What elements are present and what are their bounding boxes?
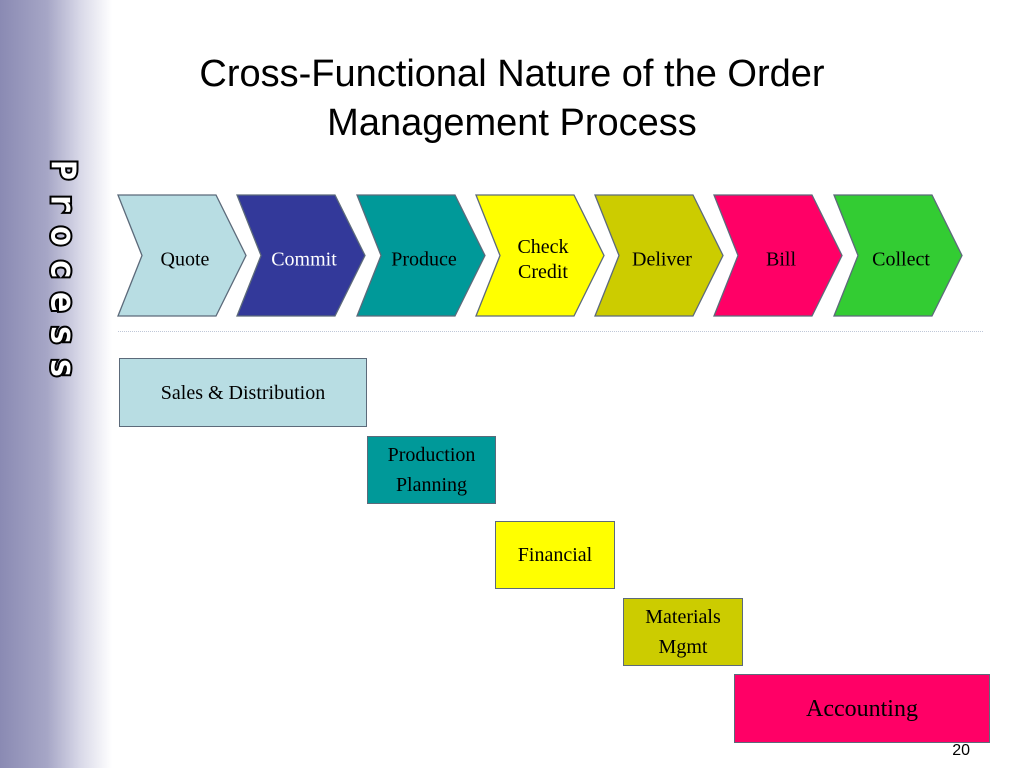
dotted-separator <box>118 331 983 332</box>
process-step-shape-bill <box>713 194 843 317</box>
vertical-word-letter-1: P <box>43 160 83 180</box>
process-step-shape-produce <box>356 194 486 317</box>
process-step-deliver: Deliver <box>594 194 724 317</box>
process-step-collect: Collect <box>833 194 963 317</box>
vertical-word-letter-3: o <box>43 226 83 246</box>
process-step-label-bill: Bill <box>766 248 796 270</box>
process-step-shape-quote <box>117 194 247 317</box>
side-gradient-band <box>0 0 112 768</box>
function-box-production-planning: Production Planning <box>367 436 496 504</box>
process-step-label-commit: Commit <box>271 248 337 270</box>
process-step-shape-collect <box>833 194 963 317</box>
vertical-word-letter-4: c <box>43 259 83 279</box>
process-step-label-collect: Collect <box>872 248 930 270</box>
function-box-accounting: Accounting <box>734 674 990 743</box>
page-number: 20 <box>952 742 970 759</box>
process-step-shape-commit <box>236 194 366 317</box>
process-step-bill: Bill <box>713 194 843 317</box>
process-step-commit: Commit <box>236 194 366 317</box>
process-step-produce: Produce <box>356 194 486 317</box>
process-step-shape-check-credit <box>475 194 605 317</box>
slide-title: Cross-Functional Nature of the Order Man… <box>199 53 825 144</box>
vertical-word-letter-5: e <box>43 292 83 312</box>
process-step-label-produce: Produce <box>391 248 457 270</box>
process-step-label-quote: Quote <box>161 248 210 270</box>
function-box-sales-distribution: Sales & Distribution <box>119 358 367 427</box>
function-box-materials-mgmt: Materials Mgmt <box>623 598 743 666</box>
process-step-shape-deliver <box>594 194 724 317</box>
vertical-word-letter-7: s <box>43 358 83 378</box>
process-step-quote: Quote <box>117 194 247 317</box>
vertical-word-letter-2: r <box>43 193 83 213</box>
process-step-label-deliver: Deliver <box>632 248 692 270</box>
vertical-word-letter-6: s <box>43 325 83 345</box>
vertical-process-word-graphic: Process <box>41 158 85 380</box>
function-box-financial: Financial <box>495 521 615 589</box>
